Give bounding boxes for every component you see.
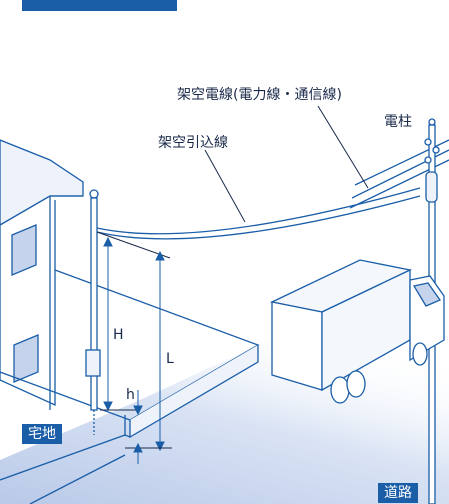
yard: [0, 269, 260, 504]
transformer: [425, 171, 438, 203]
meter-box: [85, 349, 101, 377]
header-band: [22, 0, 177, 11]
dim-label-L: L: [166, 351, 174, 367]
dimensions: [96, 231, 172, 464]
dim-label-H: H: [113, 327, 124, 343]
service-pole: [85, 189, 101, 435]
service-drop-wire: [96, 187, 421, 235]
label-aerial-wire: 架空電線(電力線・通信線): [177, 87, 342, 103]
label-utility-pole: 電柱: [384, 114, 412, 130]
leader-aerial-wire: [317, 105, 369, 189]
tag-residence: 宅地: [22, 424, 62, 444]
truck: [269, 259, 445, 404]
tag-road: 道路: [378, 483, 418, 503]
house: [0, 139, 84, 410]
dim-label-h: h: [126, 387, 135, 403]
window: [13, 334, 39, 383]
window: [11, 224, 37, 276]
label-service-drop: 架空引込線: [158, 135, 228, 151]
leader-service-drop: [204, 149, 246, 223]
